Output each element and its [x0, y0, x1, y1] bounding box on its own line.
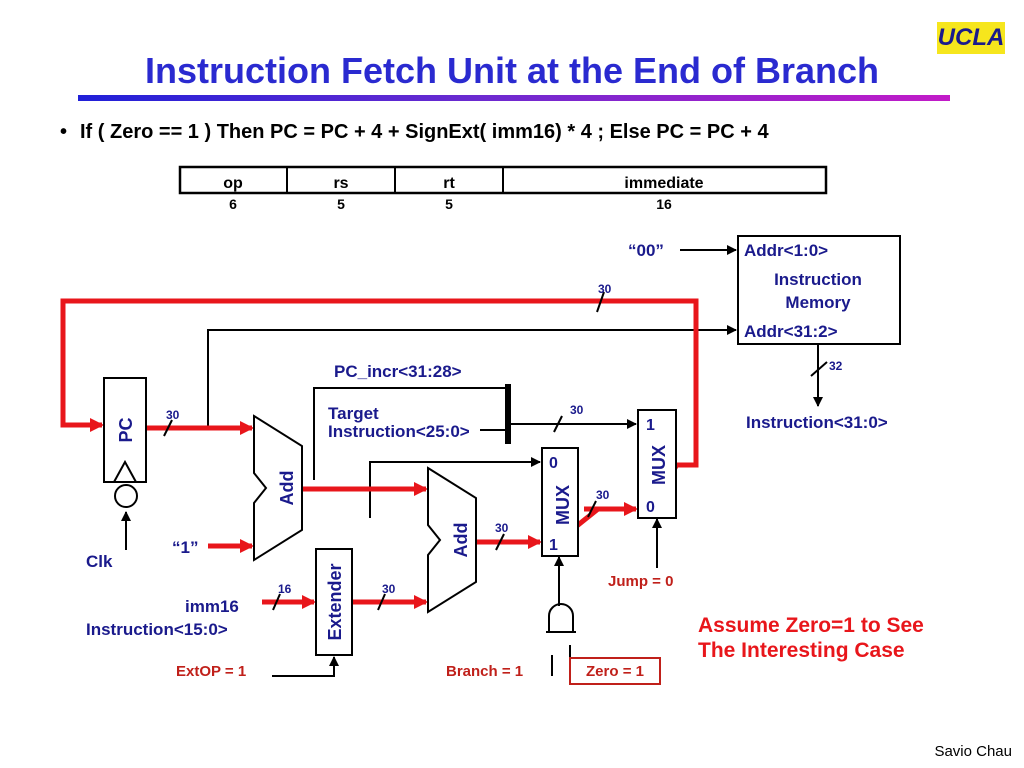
extender: Extender [315, 548, 353, 656]
pc-to-imem-wire [207, 325, 737, 426]
bus16-label: 16 [278, 582, 292, 596]
adder1-shape [253, 414, 303, 562]
bits-op: 6 [229, 196, 237, 212]
bullet-text: •If ( Zero == 1 ) Then PC = PC + 4 + Sig… [60, 121, 769, 143]
bits-rt: 5 [445, 196, 453, 212]
bus32-label: 32 [829, 359, 843, 373]
bus30-mux-label: 30 [596, 488, 610, 502]
bus30-target-label: 30 [570, 403, 584, 417]
mux2-box [637, 409, 677, 519]
bus30-top-label: 30 [598, 282, 612, 296]
imem-name-line1: Instruction [774, 270, 862, 289]
mux1-input0-label: 0 [549, 455, 558, 472]
bus-marks [163, 291, 828, 611]
mux1-input1-label: 1 [549, 537, 558, 554]
target-label-line2: Instruction<25:0> [328, 422, 470, 441]
concat-bar [505, 384, 511, 444]
add1-to-mux1-wire [369, 457, 541, 518]
instruction-label: Instruction<31:0> [746, 413, 888, 432]
author-credit: Savio Chau [934, 743, 1012, 760]
field-rt: rt [443, 175, 455, 192]
one-label: “1” [172, 538, 198, 557]
clock-triangle-icon [113, 459, 137, 483]
bus30-ext-label: 30 [382, 582, 396, 596]
branch-label: Branch = 1 [446, 663, 523, 680]
mux2-input0-label: 0 [646, 499, 655, 516]
jump-label: Jump = 0 [608, 573, 673, 590]
extop-label: ExtOP = 1 [176, 663, 246, 680]
note-line2: The Interesting Case [698, 639, 905, 662]
slide-title: Instruction Fetch Unit at the End of Bra… [144, 50, 879, 91]
imem-name-line2: Memory [785, 293, 851, 312]
target-label-line1: Target [328, 404, 379, 423]
instruction-memory: Addr<1:0> Instruction Memory Addr<31:2> [737, 235, 901, 345]
extender-box [315, 548, 353, 656]
imm16-label: imm16 [185, 597, 239, 616]
adder-1: Add [253, 414, 303, 562]
mux2-label: MUX [649, 445, 669, 485]
adder2-label: Add [451, 523, 471, 558]
extender-label: Extender [325, 563, 345, 640]
clock-bubble-icon [114, 484, 138, 508]
zero-zero-label: “00” [628, 241, 664, 260]
adder2-shape [427, 466, 477, 614]
instruction-format: op rs rt immediate 6 5 5 16 [178, 165, 828, 212]
red-datapath [60, 298, 699, 609]
field-rs: rs [333, 175, 348, 192]
bullet-label: If ( Zero == 1 ) Then PC = PC + 4 + Sign… [80, 121, 769, 143]
title-rule [78, 95, 950, 101]
imem-addr312-label: Addr<31:2> [744, 322, 838, 341]
bits-rs: 5 [337, 196, 345, 212]
mux1-box [541, 447, 579, 557]
mux-2: 1 0 MUX [637, 409, 677, 519]
ucla-logo: UCLA [937, 22, 1005, 54]
imm16-source-label: Instruction<15:0> [86, 620, 228, 639]
bus30-pc-label: 30 [166, 408, 180, 422]
clk-label: Clk [86, 552, 113, 571]
pc-box [103, 377, 147, 483]
black-wires [121, 325, 823, 677]
bits-immediate: 16 [656, 196, 672, 212]
pc-incr-wire [313, 387, 505, 480]
and-gate-icon [548, 603, 574, 632]
field-op: op [223, 175, 243, 192]
zero-box [569, 657, 661, 685]
mux1-label: MUX [553, 485, 573, 525]
adder-2: Add [427, 466, 477, 614]
extop-wire [272, 656, 339, 677]
imem-addr10-label: Addr<1:0> [744, 241, 828, 260]
mux2-input1-label: 1 [646, 417, 655, 434]
mux2-to-pc-wire [60, 298, 699, 468]
bus30-add2-label: 30 [495, 521, 509, 535]
mux-1: 0 1 MUX [541, 447, 579, 557]
pc-register: PC [103, 377, 147, 508]
zero-label: Zero = 1 [586, 663, 644, 680]
pc-label: PC [116, 417, 136, 442]
note-line1: Assume Zero=1 to See [698, 614, 924, 637]
pc-incr-label: PC_incr<31:28> [334, 362, 462, 381]
adder1-label: Add [277, 471, 297, 506]
field-immediate: immediate [624, 175, 703, 192]
